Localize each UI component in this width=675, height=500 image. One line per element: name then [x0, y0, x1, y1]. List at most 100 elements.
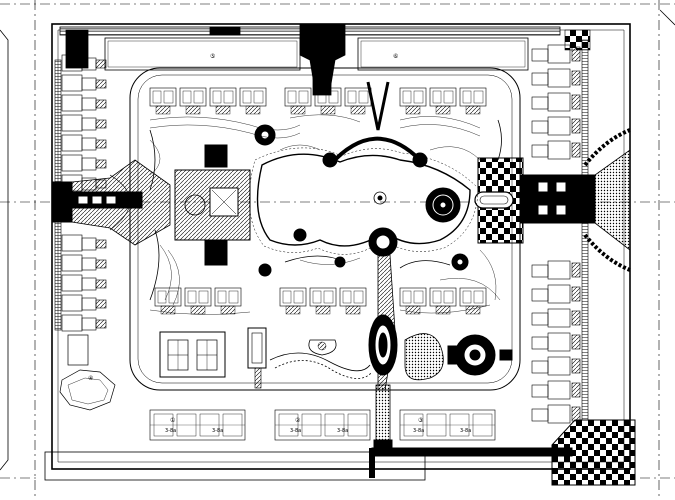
west-house-annex: [81, 277, 97, 291]
east-house-garden: [571, 118, 581, 134]
east-house: [547, 308, 571, 328]
inner-house-yard: [465, 105, 481, 115]
inner-house: [339, 287, 367, 307]
east-house-garden: [571, 94, 581, 110]
inner-house: [154, 287, 182, 307]
inner-house: [279, 287, 307, 307]
inner-house: [459, 87, 487, 107]
east-house-annex: [531, 144, 549, 158]
contour-line: [159, 244, 172, 301]
clubhouse: [174, 144, 251, 266]
east-house: [547, 332, 571, 352]
inner-house-room: [212, 90, 222, 104]
east-wall: [581, 39, 589, 421]
west-house-garden: [95, 119, 107, 129]
round-features: [254, 124, 469, 277]
east-house: [547, 284, 571, 304]
west-house-annex: [81, 117, 97, 131]
west-house-annex: [81, 297, 97, 311]
inner-house: [344, 87, 372, 107]
west-house: [61, 154, 83, 172]
inner-house-room: [462, 290, 472, 304]
lap-pool: [247, 327, 267, 389]
west-house-annex: [81, 97, 97, 111]
inner-house-yard: [185, 105, 201, 115]
inner-house: [149, 87, 177, 107]
inner-house-room: [157, 290, 167, 304]
left-edge-marks: [0, 9, 675, 471]
west-house: [61, 234, 83, 252]
west-house-annex: [81, 137, 97, 151]
inner-house-room: [182, 90, 192, 104]
inner-house: [239, 87, 267, 107]
east-house: [547, 140, 571, 160]
landscape-contours: [149, 114, 501, 315]
west-house: [61, 134, 83, 152]
inner-house-room: [298, 90, 309, 104]
contour-line: [299, 257, 361, 265]
north-left-block-label: ⑤: [210, 53, 215, 60]
west-house: [61, 294, 83, 312]
inner-house-room: [443, 290, 454, 304]
inner-house-room: [443, 90, 454, 104]
inner-house-room: [198, 290, 209, 304]
inner-house-yard: [220, 305, 236, 315]
inner-house-yard: [215, 105, 231, 115]
inner-house-room: [223, 90, 234, 104]
east-entrance: [474, 128, 631, 272]
north-right-block-label: ⑥: [393, 53, 398, 60]
inner-house-yard: [405, 105, 421, 115]
inner-house-yard: [190, 305, 206, 315]
inner-house-room: [282, 290, 292, 304]
west-entrance: [51, 159, 171, 246]
inner-house: [429, 287, 457, 307]
west-house-annex: [81, 237, 97, 251]
inner-house-room: [152, 90, 162, 104]
south-unit-2-number: ②: [295, 417, 301, 424]
contour-line: [399, 124, 481, 137]
east-house-annex: [531, 96, 549, 110]
west-house-garden: [95, 259, 107, 269]
west-house: [61, 94, 83, 112]
inner-house-room: [432, 290, 442, 304]
inner-house-room: [317, 90, 327, 104]
inner-house-room: [168, 290, 179, 304]
inner-house-room: [473, 290, 484, 304]
inner-house-room: [473, 90, 484, 104]
west-house-garden: [95, 319, 107, 329]
east-house-annex: [531, 336, 549, 350]
inner-house-yard: [290, 105, 306, 115]
inner-houses: [149, 87, 487, 315]
contour-line: [149, 309, 251, 315]
south-houses: [149, 409, 496, 441]
west-house-annex: [81, 77, 97, 91]
inner-house-yard: [405, 305, 421, 315]
inner-house-room: [353, 290, 364, 304]
east-houses: [531, 39, 589, 424]
inner-house-room: [358, 90, 369, 104]
south-unit-3-code-a: 3-8a: [413, 428, 424, 434]
west-house: [61, 254, 83, 272]
west-house-garden: [95, 239, 107, 249]
contour-line: [399, 304, 491, 314]
inner-house-room: [413, 90, 424, 104]
inner-house: [184, 287, 212, 307]
east-house-garden: [571, 406, 581, 422]
inner-house-room: [187, 290, 197, 304]
inner-house-room: [342, 290, 352, 304]
contour-line: [149, 124, 301, 139]
east-house: [547, 356, 571, 376]
east-house-annex: [531, 288, 549, 302]
contour-line: [289, 114, 361, 123]
north-buildings: [59, 23, 561, 96]
inner-house-yard: [155, 105, 171, 115]
east-house: [547, 404, 571, 424]
east-house-annex: [531, 312, 549, 326]
west-house-garden: [95, 99, 107, 109]
east-house-garden: [571, 382, 581, 398]
inner-house-yard: [160, 305, 176, 315]
west-house-garden: [95, 79, 107, 89]
inner-house: [309, 287, 337, 307]
